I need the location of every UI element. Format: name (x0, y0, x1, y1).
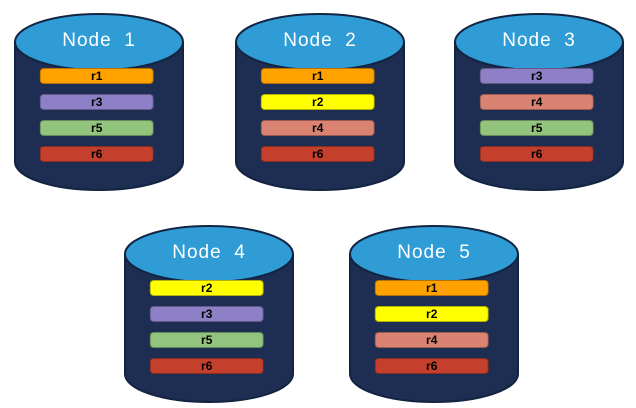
replica-bar-r5: r5 (149, 332, 264, 348)
replica-list: r2 r3 r5 r6 (149, 280, 264, 384)
node-title: Node 5 (397, 242, 471, 263)
node-title: Node 1 (62, 30, 136, 51)
replica-bar-r1: r1 (374, 280, 489, 296)
replica-bar-r1: r1 (39, 68, 154, 84)
replica-bar-r4: r4 (479, 94, 594, 110)
replica-list: r1 r2 r4 r6 (260, 68, 375, 172)
replica-bar-r2: r2 (374, 306, 489, 322)
node-4: Node 4 r2 r3 r5 r6 (122, 222, 296, 408)
replica-bar-r6: r6 (260, 146, 375, 162)
replica-list: r3 r4 r5 r6 (479, 68, 594, 172)
replica-bar-r6: r6 (374, 358, 489, 374)
node-2: Node 2 r1 r2 r4 r6 (233, 10, 407, 196)
replica-list: r1 r3 r5 r6 (39, 68, 154, 172)
replica-bar-r3: r3 (479, 68, 594, 84)
replica-bar-r6: r6 (479, 146, 594, 162)
replica-bar-r2: r2 (260, 94, 375, 110)
replica-bar-r6: r6 (39, 146, 154, 162)
node-title: Node 3 (502, 30, 576, 51)
replica-bar-r4: r4 (374, 332, 489, 348)
replica-bar-r1: r1 (260, 68, 375, 84)
node-title: Node 2 (283, 30, 357, 51)
node-title: Node 4 (172, 242, 246, 263)
replica-bar-r2: r2 (149, 280, 264, 296)
replica-bar-r5: r5 (39, 120, 154, 136)
replica-list: r1 r2 r4 r6 (374, 280, 489, 384)
replica-bar-r3: r3 (149, 306, 264, 322)
replica-bar-r3: r3 (39, 94, 154, 110)
node-3: Node 3 r3 r4 r5 r6 (452, 10, 626, 196)
replica-bar-r4: r4 (260, 120, 375, 136)
node-1: Node 1 r1 r3 r5 r6 (12, 10, 186, 196)
replica-bar-r6: r6 (149, 358, 264, 374)
node-5: Node 5 r1 r2 r4 r6 (347, 222, 521, 408)
replica-bar-r5: r5 (479, 120, 594, 136)
